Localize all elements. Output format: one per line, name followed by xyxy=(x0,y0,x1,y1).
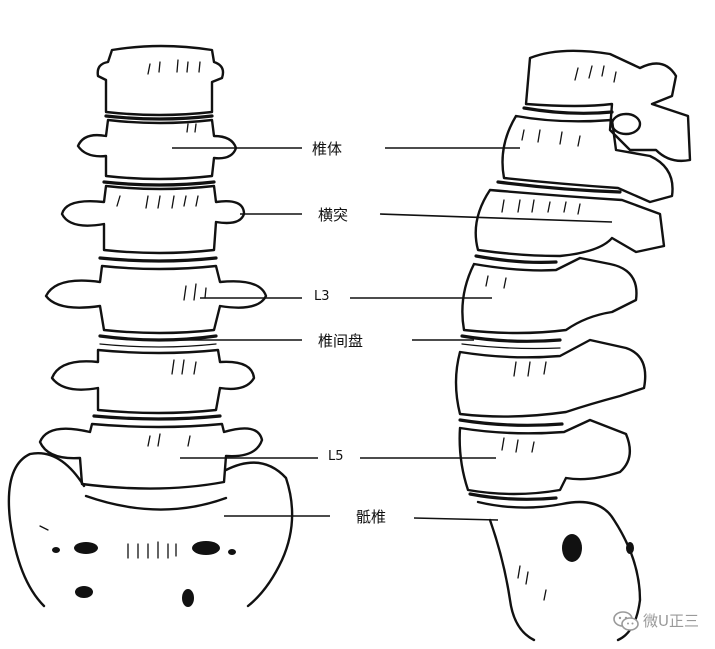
front-disc-3 xyxy=(98,256,218,263)
front-disc-5 xyxy=(92,414,222,421)
side-vertebra-4 xyxy=(454,338,647,418)
front-disc-2 xyxy=(102,180,216,187)
front-disc-1 xyxy=(104,114,214,121)
label-sacrum: 骶椎 xyxy=(356,508,387,526)
leader-lines xyxy=(172,147,613,521)
side-disc-6 xyxy=(468,492,558,501)
wechat-icon xyxy=(613,610,639,631)
side-disc-1 xyxy=(522,106,614,115)
side-vertebra-l3 xyxy=(461,256,638,335)
front-vertebra-l3 xyxy=(44,264,268,335)
side-view-spine xyxy=(454,49,692,642)
label-l5: L5 xyxy=(328,449,344,464)
side-sacrum xyxy=(476,500,642,642)
label-vertebral-body: 椎体 xyxy=(312,140,343,158)
front-view-spine xyxy=(7,44,294,608)
label-transverse-process: 横突 xyxy=(318,206,349,224)
side-vertebra-3 xyxy=(474,188,666,258)
side-disc-3 xyxy=(474,254,558,264)
leader-sacrum-right xyxy=(413,517,499,521)
watermark-text: 微U正三 xyxy=(643,612,699,630)
side-vertebra-1 xyxy=(524,49,692,163)
front-vertebra-4 xyxy=(50,348,256,415)
watermark: 微U正三 xyxy=(613,610,699,631)
front-vertebra-1 xyxy=(96,44,225,117)
side-disc-2 xyxy=(496,180,622,194)
side-vertebra-2 xyxy=(501,114,674,204)
front-sacrum xyxy=(7,452,294,608)
front-vertebra-2 xyxy=(76,118,238,181)
front-disc-4 xyxy=(98,334,218,342)
side-disc-5 xyxy=(458,418,564,427)
label-l3: L3 xyxy=(314,289,330,304)
front-vertebra-3 xyxy=(60,184,246,255)
front-vertebra-l5 xyxy=(38,422,264,490)
label-intervertebral-disc: 椎间盘 xyxy=(318,332,364,350)
side-disc-4 xyxy=(460,334,562,343)
side-vertebra-l5 xyxy=(458,418,632,496)
leader-transverse-right xyxy=(379,213,613,223)
